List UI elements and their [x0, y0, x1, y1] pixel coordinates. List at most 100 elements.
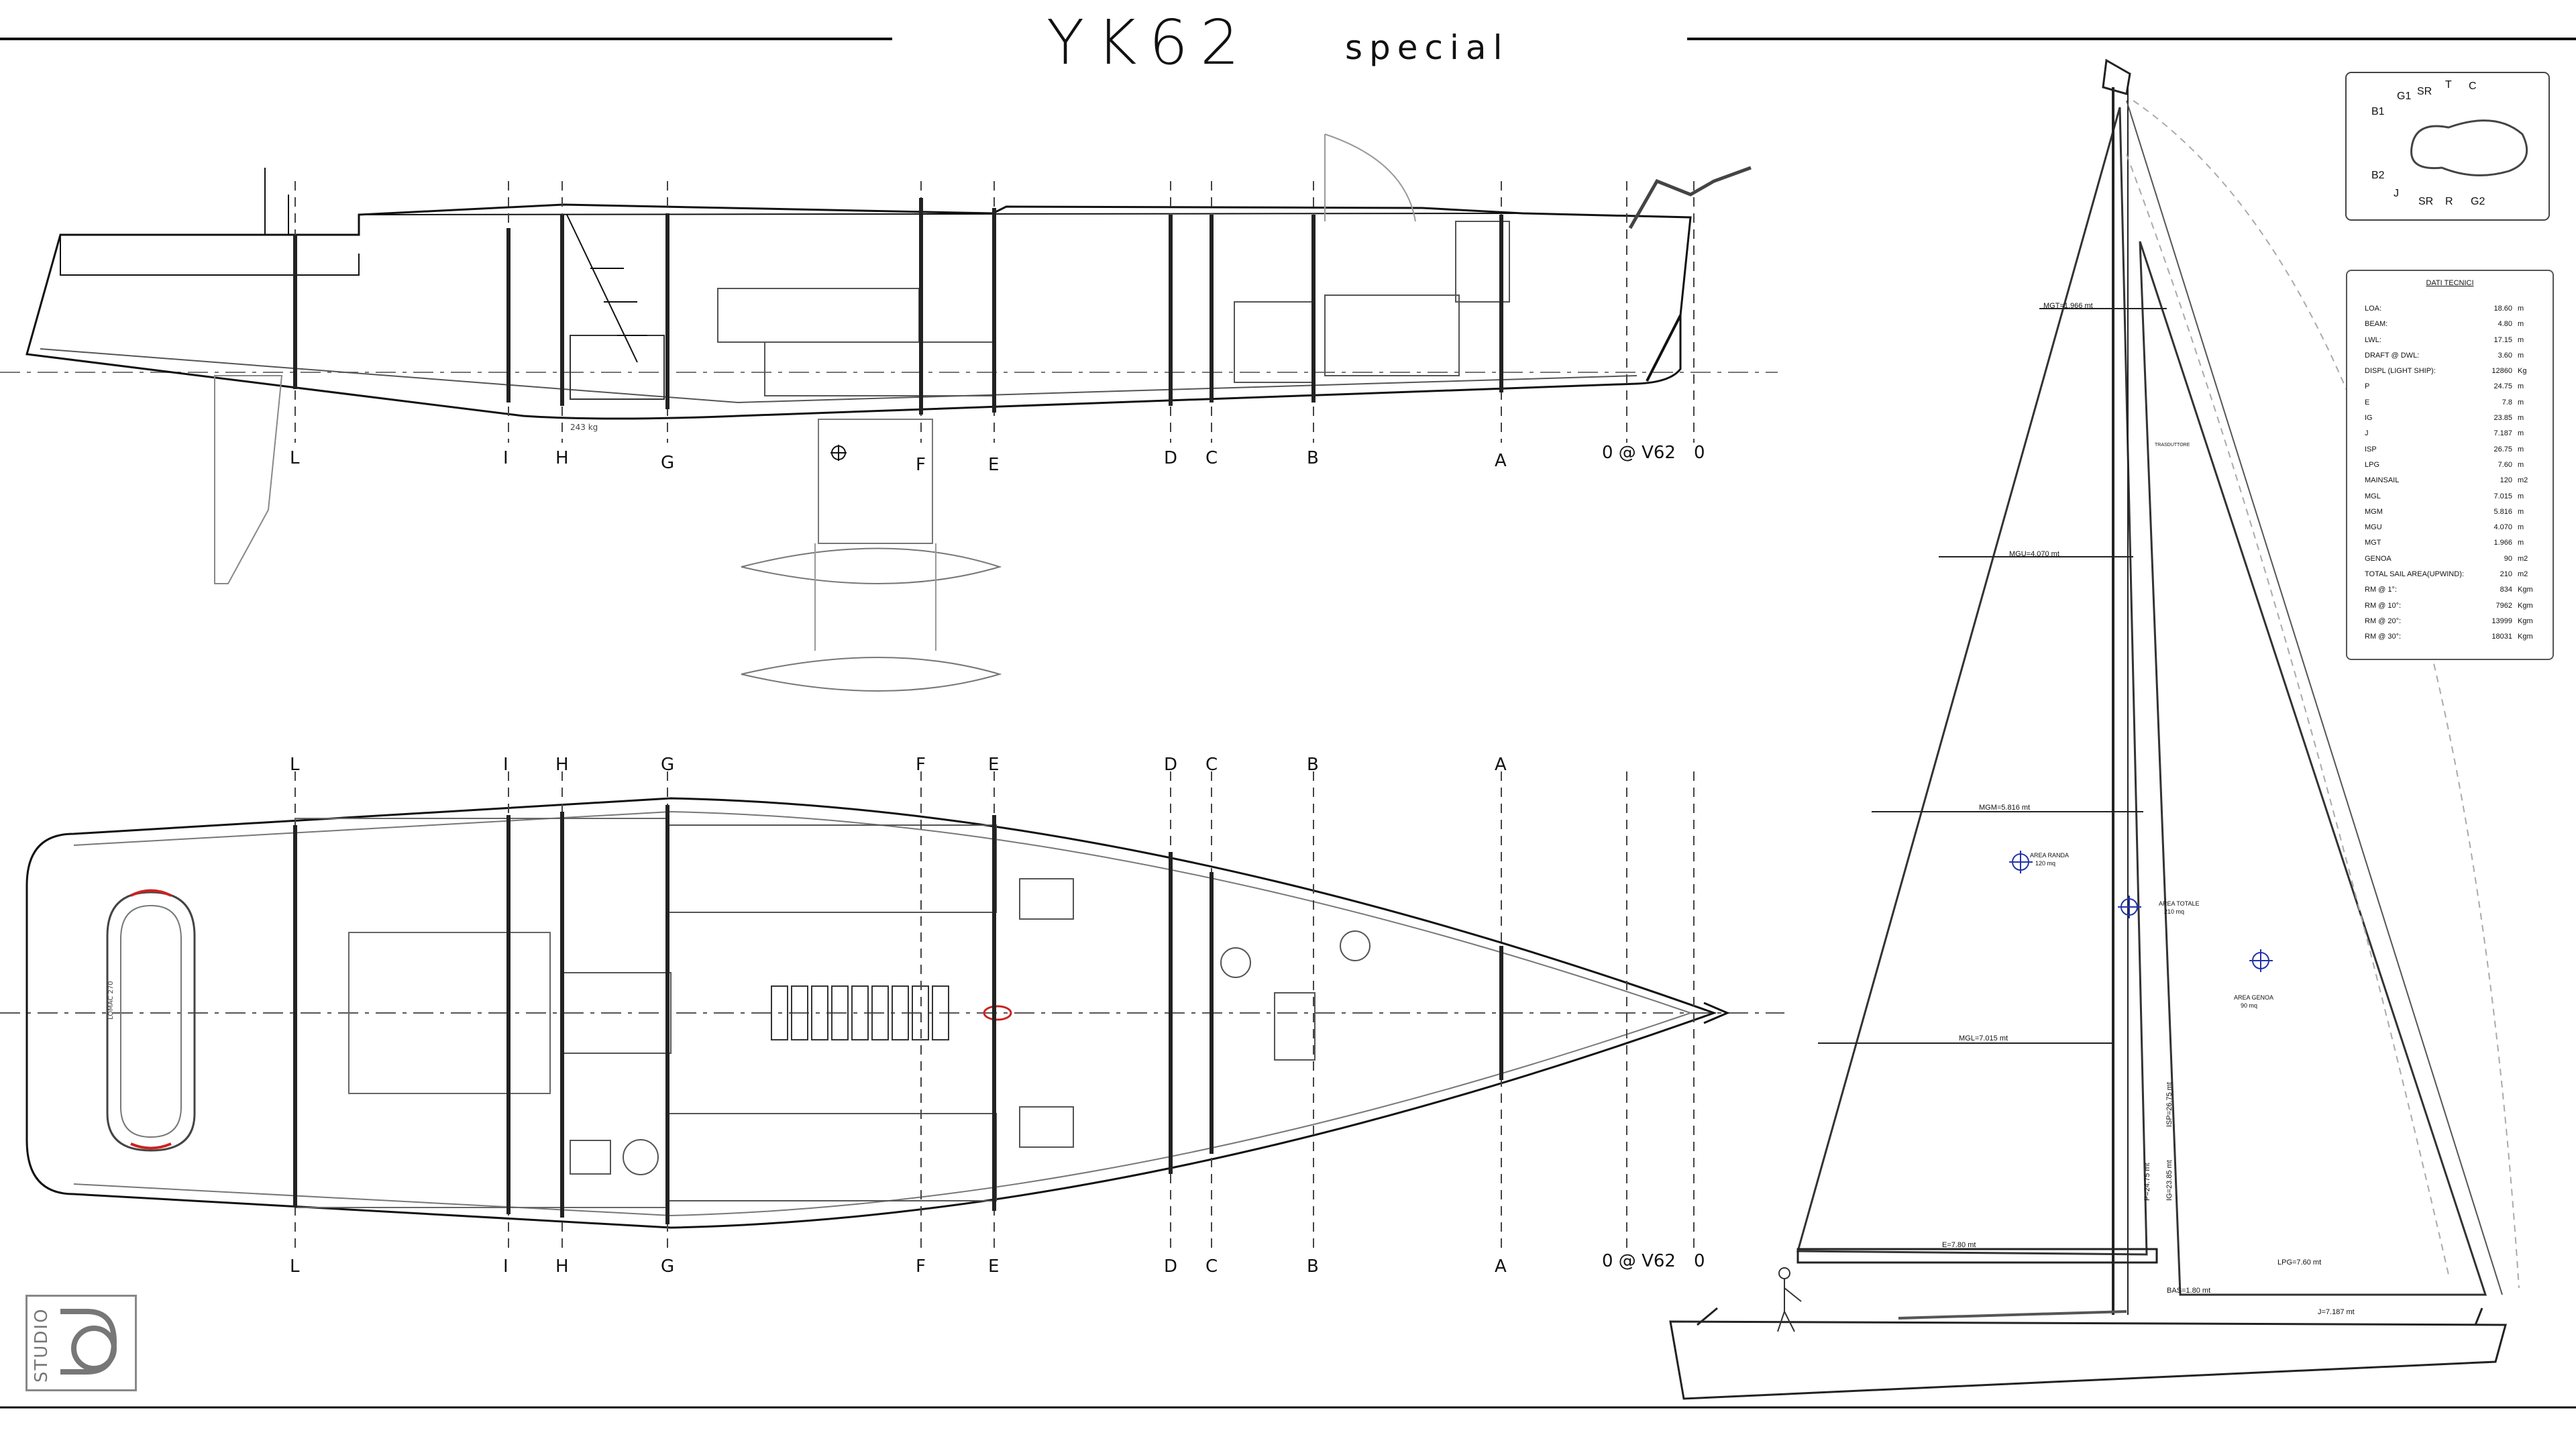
logo-text: STUDIO — [32, 1307, 52, 1383]
keyplan-label: G2 — [2471, 196, 2485, 207]
spec-unit: m — [2518, 507, 2524, 516]
title-sub: special — [1345, 28, 1509, 67]
spec-label: MGL — [2365, 492, 2381, 500]
spec-label: DISPL (LIGHT SHIP): — [2365, 367, 2436, 376]
profile-ref-label: 0 @ V62 — [1602, 443, 1676, 463]
mainsail — [1796, 107, 2148, 1256]
label-p: P=24.75 mt — [2143, 1163, 2151, 1201]
station-label: A — [1495, 451, 1507, 471]
spec-value-wrap: 23.85 m — [2493, 414, 2539, 429]
profile-view — [0, 133, 1778, 692]
label-e: E=7.80 mt — [1942, 1241, 1976, 1249]
boom — [1796, 1248, 2158, 1264]
spec-unit: m — [2518, 460, 2524, 469]
station-label: A — [1495, 755, 1507, 775]
station-label: B — [1307, 755, 1319, 775]
keyplan-label: C — [2469, 80, 2477, 92]
spec-label: RM @ 1°: — [2365, 586, 2397, 594]
spec-value: 26.75 — [2493, 445, 2512, 453]
spec-unit: m — [2518, 414, 2524, 423]
station-label: E — [988, 455, 1000, 475]
profile-ref-zero: 0 — [1694, 443, 1705, 463]
tender-label: LOMAC 270 — [107, 981, 115, 1020]
spec-unit: Kgm — [2518, 616, 2533, 625]
station-label: A — [1495, 1256, 1507, 1277]
centroid-main — [2009, 851, 2033, 873]
spec-unit: Kg — [2518, 367, 2527, 376]
spec-value: 7.015 — [2493, 492, 2512, 500]
label-bas: BAS=1.80 mt — [2167, 1287, 2211, 1295]
label-mast-note: TRASDUTTORE — [2155, 443, 2190, 447]
keyplan-label: SR — [2417, 86, 2432, 97]
station-label: F — [916, 455, 926, 475]
profile-bulb — [741, 547, 1002, 584]
label-area-totale-val: 210 mq — [2164, 908, 2185, 915]
spec-label: ISP — [2365, 445, 2377, 453]
spec-label: LPG — [2365, 460, 2380, 469]
spec-unit: m — [2518, 320, 2524, 329]
spec-value-wrap: 4.80 m — [2498, 320, 2539, 335]
label-mgl: MGL=7.015 mt — [1959, 1034, 2008, 1042]
spec-value: 210 — [2500, 570, 2512, 579]
centroid-total — [2118, 896, 2141, 918]
spec-label: MGT — [2365, 539, 2381, 547]
keyplan-label: R — [2445, 196, 2453, 207]
spec-unit: m — [2518, 492, 2524, 500]
spec-value: 4.80 — [2498, 320, 2512, 329]
keyplan-label: B2 — [2371, 170, 2385, 181]
label-mgm: MGM=5.816 mt — [1979, 804, 2031, 812]
spec-unit: m — [2518, 398, 2524, 407]
station-label: H — [555, 448, 569, 468]
station-label: D — [1164, 1256, 1178, 1277]
spec-label: MAINSAIL — [2365, 476, 2400, 485]
plan-ref-zero: 0 — [1694, 1251, 1705, 1271]
profile-keel-fin — [818, 419, 933, 544]
spec-row: RM @ 1°: 834 Kgm — [2347, 586, 2553, 601]
spec-label: E — [2365, 398, 2370, 407]
profile-rudder — [214, 375, 283, 584]
keyplan-label: J — [2394, 188, 2399, 199]
spec-label: RM @ 20°: — [2365, 616, 2402, 625]
spec-label: MGU — [2365, 523, 2382, 532]
spec-value: 23.85 — [2493, 414, 2512, 423]
spec-label: LWL: — [2365, 335, 2381, 344]
profile-engine — [570, 335, 665, 400]
spec-value: 7.60 — [2498, 460, 2512, 469]
spec-unit: m — [2518, 445, 2524, 453]
spec-value: 7.187 — [2493, 429, 2512, 438]
spec-unit: Kgm — [2518, 633, 2533, 641]
spec-label: GENOA — [2365, 554, 2392, 563]
station-label: I — [503, 448, 508, 468]
station-label: B — [1307, 448, 1319, 468]
station-label: H — [555, 755, 569, 775]
label-j: J=7.187 mt — [2318, 1308, 2355, 1316]
spec-unit: Kgm — [2518, 586, 2533, 594]
spec-value: 3.60 — [2498, 351, 2512, 360]
station-label: L — [290, 755, 300, 775]
spec-label: LOA: — [2365, 305, 2382, 313]
spec-unit: m2 — [2518, 476, 2528, 485]
keyplan-label: SR — [2418, 196, 2434, 207]
station-label: E — [988, 1256, 1000, 1277]
spec-unit: m — [2518, 429, 2524, 438]
spec-label: TOTAL SAIL AREA(UPWIND): — [2365, 570, 2464, 579]
spec-unit: m — [2518, 335, 2524, 344]
spec-value: 834 — [2500, 586, 2512, 594]
sail-plan — [1669, 58, 2520, 1400]
weight-note: 243 kg — [570, 423, 598, 432]
